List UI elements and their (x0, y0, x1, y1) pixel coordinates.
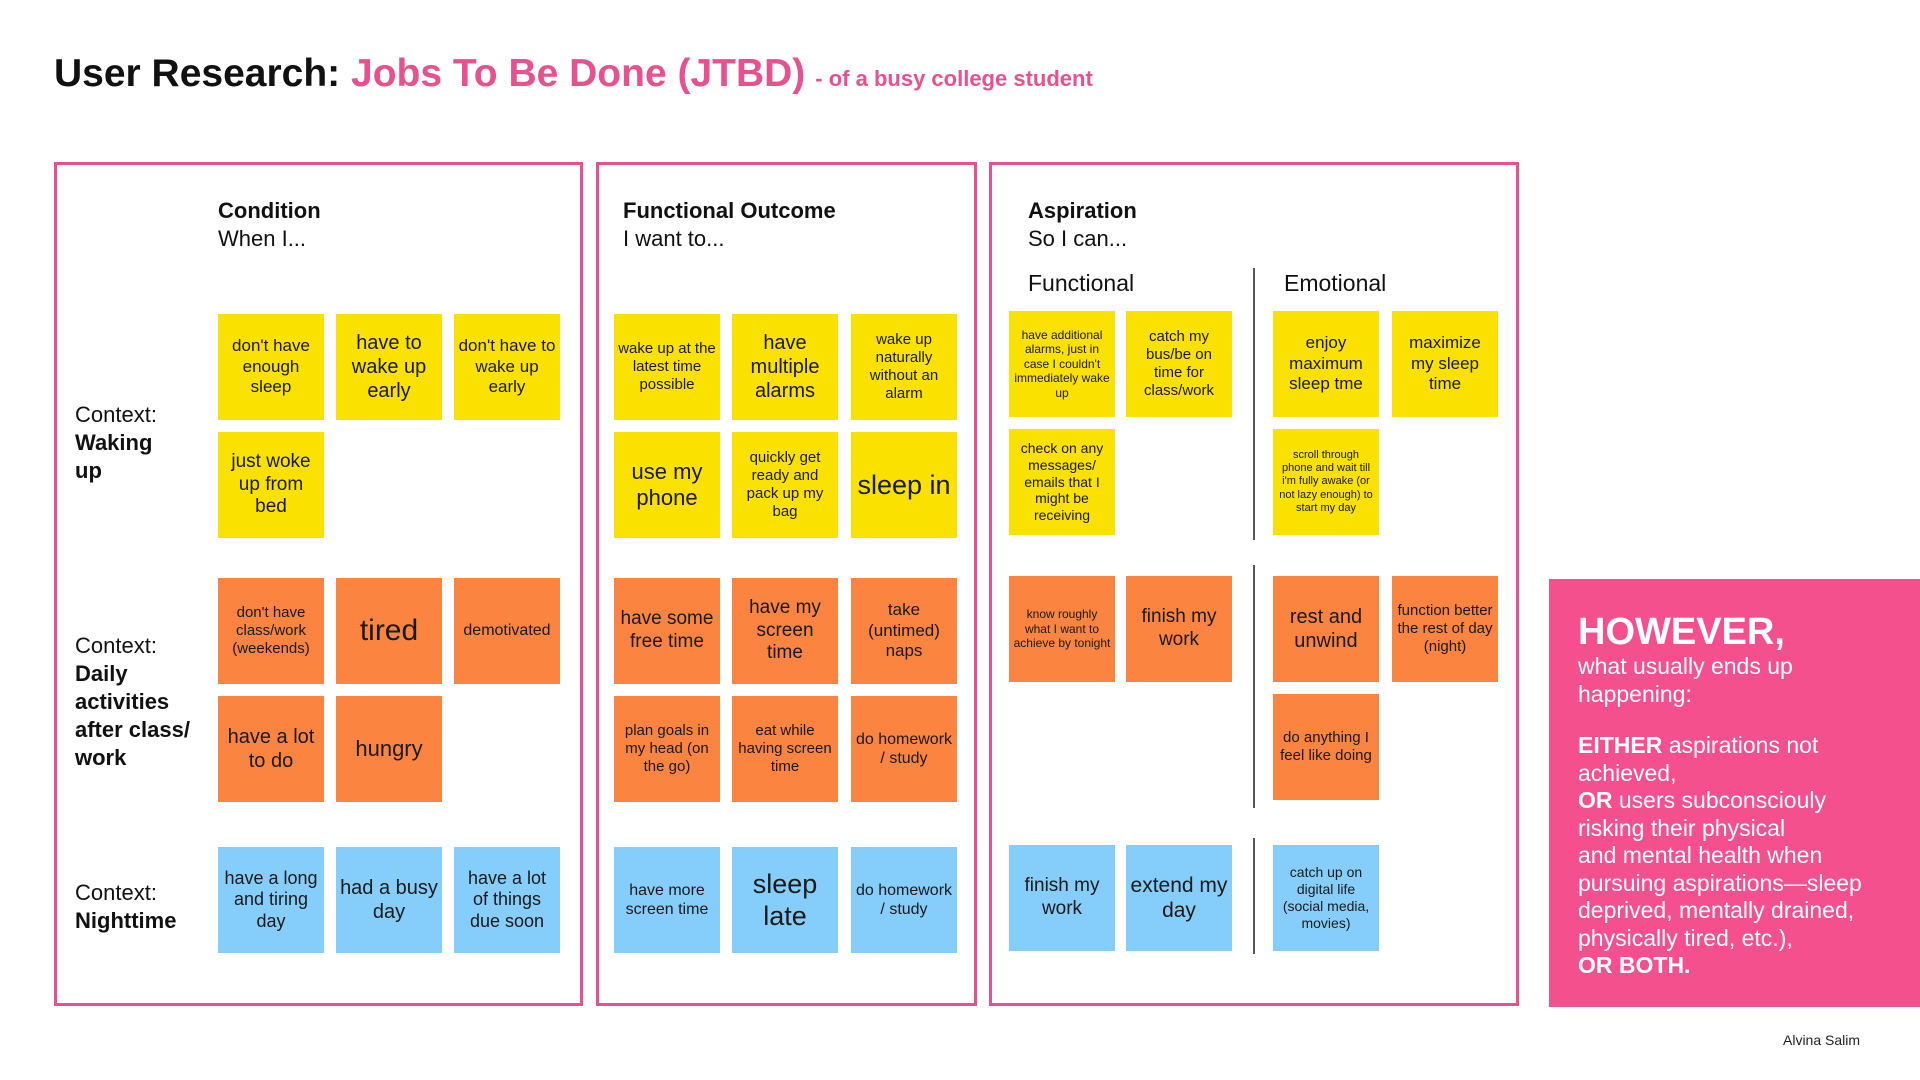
functional-outcome-subtitle: I want to... (623, 226, 725, 251)
sticky-note: finish my work (1009, 845, 1115, 951)
context-name: Nighttime (75, 908, 177, 933)
sticky-note: do homework / study (851, 696, 957, 802)
panel-text: what usually ends up (1578, 653, 1793, 679)
aspiration-functional-label: Functional (1028, 270, 1135, 296)
context-nighttime: Context: Nighttime (75, 879, 176, 935)
aspiration-emotional-label: Emotional (1284, 270, 1387, 296)
sticky-note: take (untimed) naps (851, 578, 957, 684)
title-main: User Research: (54, 52, 351, 95)
aspiration-subtitle: So I can... (1028, 226, 1128, 251)
sticky-note: know roughly what I want to achieve by t… (1009, 576, 1115, 682)
context-label: Context: (75, 633, 157, 658)
sticky-note: check on any messages/ emails that I mig… (1009, 429, 1115, 535)
aspiration-title: Aspiration (1028, 198, 1137, 223)
sticky-note: rest and unwind (1273, 576, 1379, 682)
sticky-note: eat while having screen time (732, 696, 838, 802)
sticky-note: sleep in (851, 432, 957, 538)
sticky-note: have a lot to do (218, 696, 324, 802)
context-name: activities (75, 689, 170, 714)
sticky-note: have some free time (614, 578, 720, 684)
sticky-note: do anything I feel like doing (1273, 694, 1379, 800)
aspiration-divider (1253, 838, 1255, 954)
sticky-note: don't have to wake up early (454, 314, 560, 420)
sticky-note: have multiple alarms (732, 314, 838, 420)
sticky-note: wake up at the latest time possible (614, 314, 720, 420)
sticky-note: catch up on digital life (social media, … (1273, 845, 1379, 951)
panel-or-keyword: OR (1578, 787, 1613, 813)
sticky-note: had a busy day (336, 847, 442, 953)
context-name: Waking (75, 430, 153, 455)
sticky-note: don't have enough sleep (218, 314, 324, 420)
sticky-note: catch my bus/be on time for class/work (1126, 311, 1232, 417)
context-waking-up: Context: Waking up (75, 401, 157, 485)
context-name: up (75, 458, 102, 483)
panel-headline: HOWEVER, (1578, 611, 1785, 653)
condition-frame (54, 162, 583, 1006)
conclusion-panel: HOWEVER, what usually ends up happening:… (1549, 579, 1920, 1007)
context-label: Context: (75, 402, 157, 427)
context-daily-activities: Context: Daily activities after class/ w… (75, 632, 190, 772)
panel-text: OR users subconsciouly (1578, 787, 1920, 815)
panel-text: OR BOTH. (1578, 952, 1691, 978)
sticky-note: just woke up from bed (218, 432, 324, 538)
sticky-note: have additional alarms, just in case I c… (1009, 311, 1115, 417)
panel-either-text: aspirations not (1662, 732, 1819, 758)
sticky-note: sleep late (732, 847, 838, 953)
context-name: work (75, 745, 127, 770)
aspiration-divider (1253, 565, 1255, 808)
sticky-note: hungry (336, 696, 442, 802)
sticky-note: don't have class/work (weekends) (218, 578, 324, 684)
sticky-note: use my phone (614, 432, 720, 538)
title-accent: Jobs To Be Done (JTBD) (351, 52, 806, 95)
context-label: Context: (75, 880, 157, 905)
context-name: after class/ (75, 717, 190, 742)
panel-text: physically tired, etc.), (1578, 924, 1793, 951)
condition-title: Condition (218, 198, 321, 223)
panel-text: and mental health when (1578, 842, 1823, 868)
sticky-note: plan goals in my head (on the go) (614, 696, 720, 802)
panel-text: risking their physical (1578, 814, 1786, 841)
aspiration-divider (1253, 268, 1255, 540)
sticky-note: quickly get ready and pack up my bag (732, 432, 838, 538)
context-name: Daily (75, 661, 128, 686)
sticky-note: function better the rest of day (night) (1392, 576, 1498, 682)
panel-either-keyword: EITHER (1578, 732, 1663, 758)
functional-outcome-heading: Functional Outcome I want to... (623, 197, 836, 253)
panel-text: achieved, (1578, 759, 1677, 786)
sticky-note: wake up naturally without an alarm (851, 314, 957, 420)
aspiration-heading: Aspiration So I can... (1028, 197, 1137, 253)
panel-text: EITHER aspirations not (1578, 732, 1920, 760)
sticky-note: finish my work (1126, 576, 1232, 682)
functional-outcome-frame (596, 162, 977, 1006)
sticky-note: have a lot of things due soon (454, 847, 560, 953)
author-credit: Alvina Salim (1783, 1032, 1861, 1048)
sticky-note: scroll through phone and wait till i'm f… (1273, 429, 1379, 535)
sticky-note: extend my day (1126, 845, 1232, 951)
sticky-note: have to wake up early (336, 314, 442, 420)
sticky-note: have my screen time (732, 578, 838, 684)
condition-heading: Condition When I... (218, 197, 321, 253)
sticky-note: have a long and tiring day (218, 847, 324, 953)
functional-outcome-title: Functional Outcome (623, 198, 836, 223)
sticky-note: do homework / study (851, 847, 957, 953)
sticky-note: maximize my sleep time (1392, 311, 1498, 417)
page-title: User Research: Jobs To Be Done (JTBD) - o… (54, 52, 1093, 96)
sticky-note: enjoy maximum sleep tme (1273, 311, 1379, 417)
aspiration-frame (989, 162, 1519, 1006)
sticky-note: demotivated (454, 578, 560, 684)
title-subtitle: - of a busy college student (815, 66, 1093, 91)
panel-text: happening: (1578, 680, 1692, 707)
panel-or-text: users subconsciouly (1612, 787, 1826, 813)
condition-subtitle: When I... (218, 226, 307, 251)
sticky-note: tired (336, 578, 442, 684)
panel-spacer (1578, 708, 1920, 732)
panel-text: deprived, mentally drained, (1578, 897, 1855, 923)
panel-text: pursuing aspirations—sleep (1578, 869, 1862, 896)
sticky-note: have more screen time (614, 847, 720, 953)
